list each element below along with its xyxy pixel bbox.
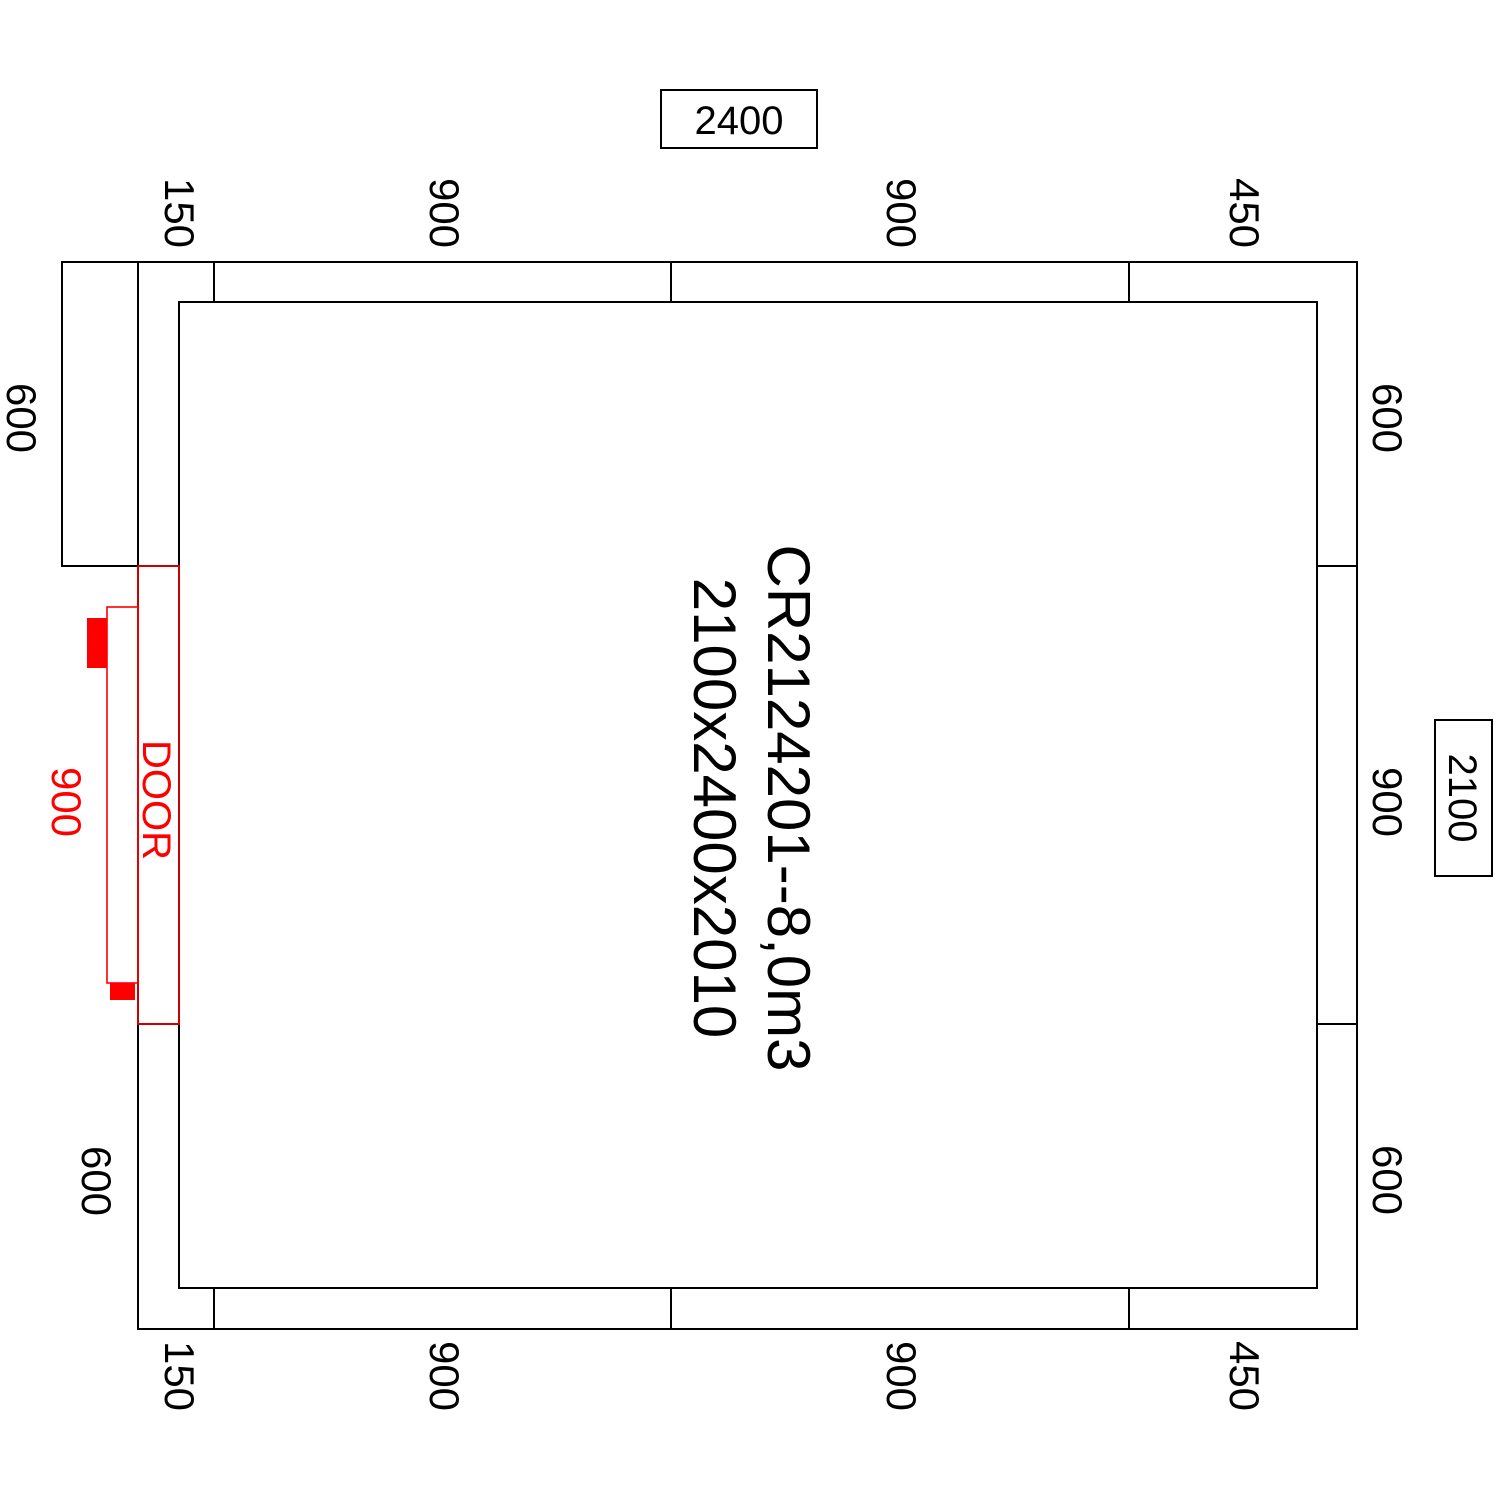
svg-text:600: 600 <box>73 1146 120 1216</box>
total-width-label: 2400 <box>695 99 784 143</box>
svg-text:900: 900 <box>421 1341 468 1411</box>
svg-text:900: 900 <box>878 178 925 248</box>
svg-text:600: 600 <box>1364 383 1411 453</box>
door-leaf <box>106 606 139 984</box>
svg-text:900: 900 <box>1364 767 1411 837</box>
door-label: DOOR <box>134 740 178 860</box>
left-dimensions: 600 600 <box>0 383 120 1216</box>
door-hinge <box>110 983 135 1000</box>
svg-text:900: 900 <box>421 178 468 248</box>
svg-text:900: 900 <box>878 1341 925 1411</box>
svg-text:450: 450 <box>1221 1341 1268 1411</box>
door-width-label: 900 <box>43 767 90 837</box>
svg-text:450: 450 <box>1221 178 1268 248</box>
door: DOOR 900 <box>43 565 180 1025</box>
side-panel-box <box>61 261 139 567</box>
total-depth-box <box>1434 719 1493 877</box>
room-title: CR2124201--8,0m3 <box>755 545 822 1072</box>
top-dimensions: 150 900 900 450 <box>156 178 1268 248</box>
svg-text:600: 600 <box>0 383 45 453</box>
svg-text:150: 150 <box>156 178 203 248</box>
right-dimensions: 600 900 600 <box>1364 383 1411 1215</box>
svg-text:600: 600 <box>1364 1145 1411 1215</box>
room-dimensions: 2100x2400x2010 <box>681 578 748 1038</box>
total-width-box <box>660 89 818 149</box>
total-depth-label: 2100 <box>1440 754 1484 843</box>
bottom-dimensions: 150 900 900 450 <box>156 1341 1268 1411</box>
svg-text:150: 150 <box>156 1341 203 1411</box>
door-handle <box>87 618 107 668</box>
